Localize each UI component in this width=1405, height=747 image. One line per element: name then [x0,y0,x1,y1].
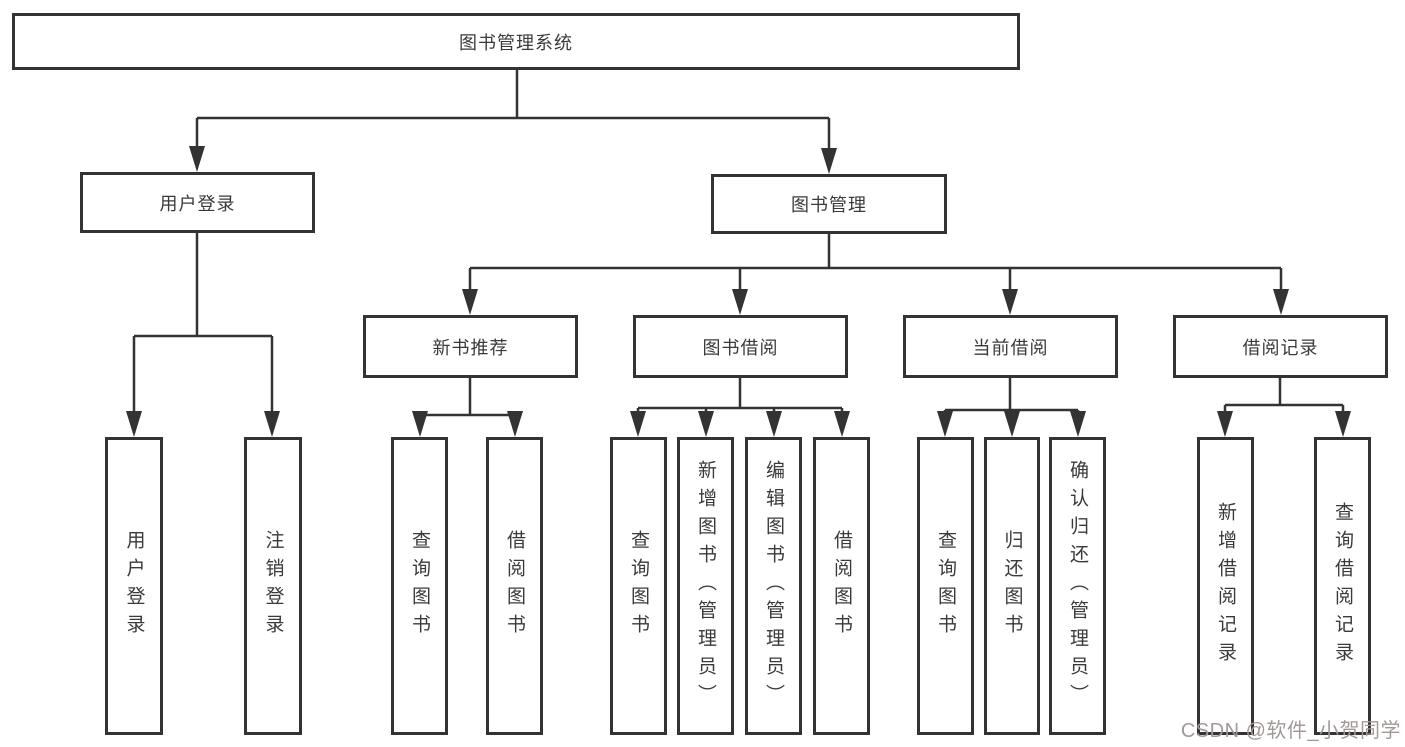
node-book-management: 图书管理 [711,174,947,234]
leaf-label: 查询借阅记录 [1332,502,1353,670]
arrowheads [126,146,1351,437]
leaf-query-book-2: 查询图书 [610,437,667,735]
leaf-label: 编辑图书（管理员） [763,460,784,712]
leaf-logout: 注销登录 [244,437,302,735]
node-root: 图书管理系统 [12,13,1020,70]
node-user-login: 用户登录 [80,172,315,233]
leaf-label: 查询图书 [935,530,956,642]
node-borrow-records: 借阅记录 [1173,315,1388,378]
leaf-confirm-return-admin: 确认归还（管理员） [1049,437,1106,735]
leaf-label: 确认归还（管理员） [1067,460,1088,712]
leaf-add-book-admin: 新增图书（管理员） [677,437,734,735]
leaf-query-borrow-record: 查询借阅记录 [1314,437,1371,735]
leaf-label: 查询图书 [628,530,649,642]
leaf-add-borrow-record: 新增借阅记录 [1197,437,1254,735]
leaf-label: 查询图书 [409,530,430,642]
leaf-return-book: 归还图书 [984,437,1040,735]
leaf-label: 新增借阅记录 [1215,502,1236,670]
leaf-label: 新增图书（管理员） [695,460,716,712]
leaf-user-login: 用户登录 [105,437,163,735]
leaf-query-book-1: 查询图书 [391,437,448,735]
leaf-borrow-book-2: 借阅图书 [813,437,870,735]
node-new-book-recommend: 新书推荐 [363,315,578,378]
leaf-borrow-book-1: 借阅图书 [486,437,543,735]
leaf-label: 注销登录 [262,530,284,642]
leaf-label: 用户登录 [123,530,145,642]
node-current-borrow: 当前借阅 [903,315,1118,378]
leaf-edit-book-admin: 编辑图书（管理员） [745,437,802,735]
leaf-label: 借阅图书 [504,530,525,642]
leaf-query-book-3: 查询图书 [917,437,974,735]
leaf-label: 归还图书 [1001,530,1023,642]
node-book-borrow: 图书借阅 [633,315,848,378]
leaf-label: 借阅图书 [831,530,852,642]
csdn-watermark: CSDN @软件_小贺同学 [1180,720,1401,742]
